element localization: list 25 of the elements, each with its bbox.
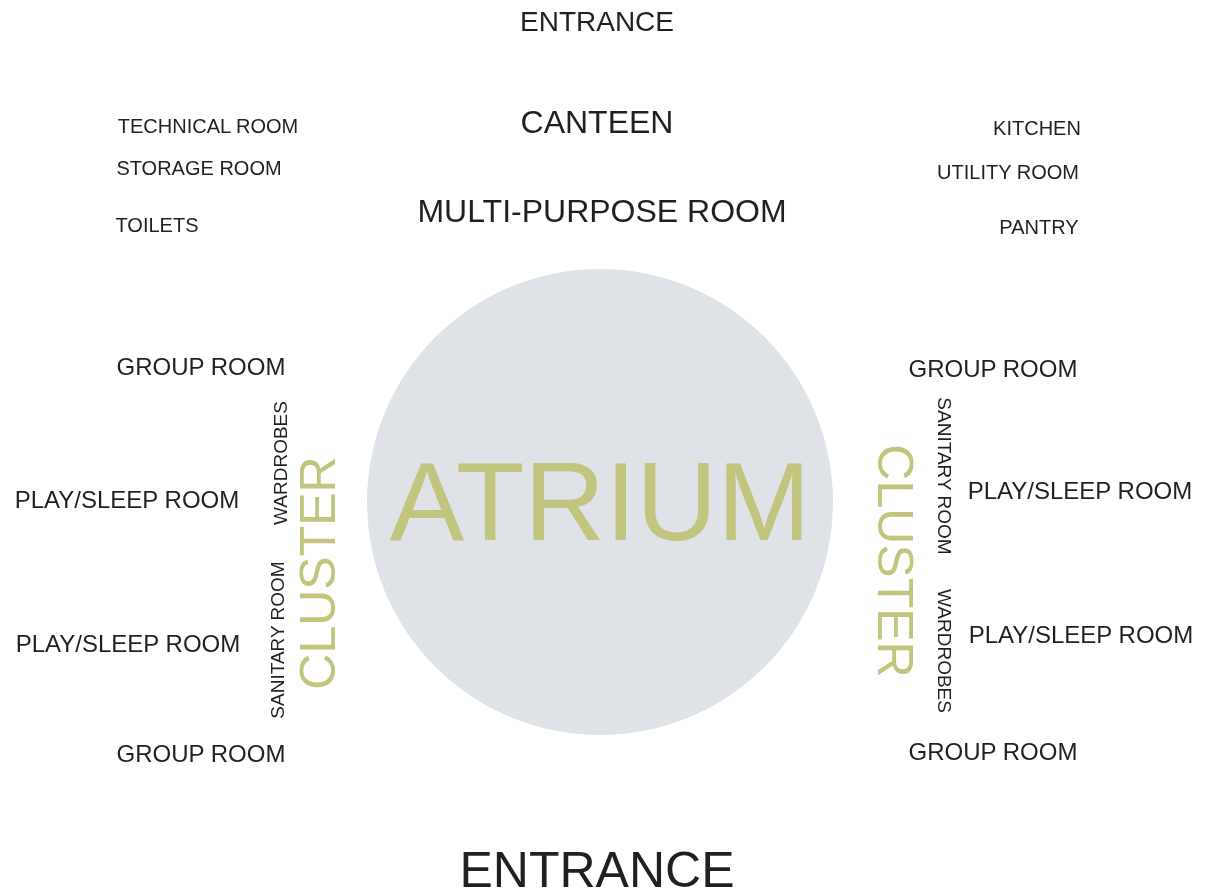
room-label: PLAY/SLEEP ROOM xyxy=(15,632,241,656)
room-label: KITCHEN xyxy=(993,118,1081,138)
room-label: GROUP ROOM xyxy=(116,355,286,379)
room-label: PLAY/SLEEP ROOM xyxy=(967,479,1193,503)
room-label: CANTEEN xyxy=(520,106,674,138)
room-label: MULTI-PURPOSE ROOM xyxy=(417,195,787,227)
room-label: WARDROBES xyxy=(270,401,290,525)
entrance-label: ENTRANCE xyxy=(459,845,735,895)
cluster-label: CLUSTER xyxy=(293,456,343,690)
room-label: SANITARY ROOM xyxy=(934,397,954,555)
room-label: UTILITY ROOM xyxy=(937,162,1079,182)
room-label: TOILETS xyxy=(115,215,199,235)
room-label: TECHNICAL ROOM xyxy=(117,116,299,136)
room-label: GROUP ROOM xyxy=(908,740,1078,764)
room-label: STORAGE ROOM xyxy=(116,158,282,178)
room-label: GROUP ROOM xyxy=(908,357,1078,381)
room-label: WARDROBES xyxy=(934,589,954,713)
room-label: PLAY/SLEEP ROOM xyxy=(14,488,240,512)
room-label: PLAY/SLEEP ROOM xyxy=(968,623,1194,647)
cluster-label: CLUSTER xyxy=(870,444,920,678)
area-label: ATRIUM xyxy=(389,446,811,558)
room-label: PANTRY xyxy=(999,217,1079,237)
room-label: GROUP ROOM xyxy=(116,742,286,766)
room-label: SANITARY ROOM xyxy=(267,561,287,719)
entrance-label: ENTRANCE xyxy=(520,8,674,36)
